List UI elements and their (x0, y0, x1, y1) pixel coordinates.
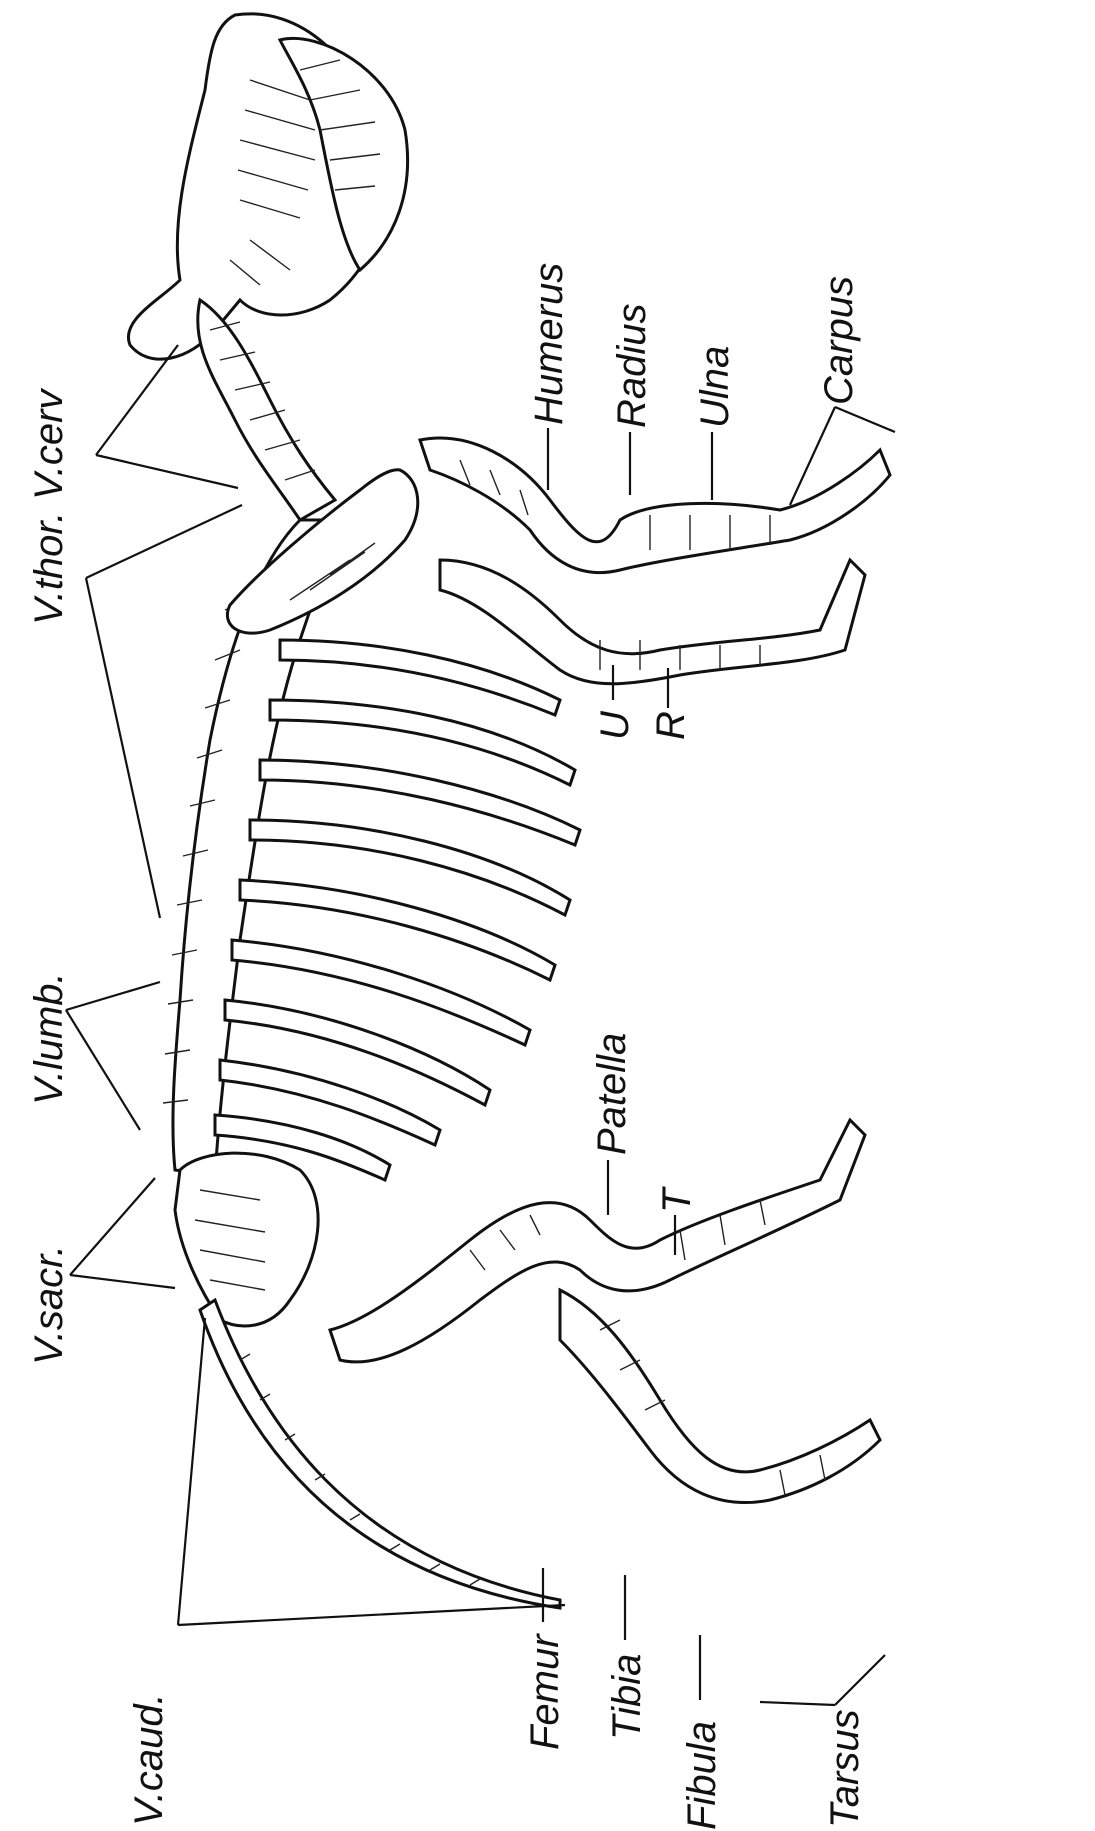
label-tarsus: Tarsus (823, 1709, 867, 1828)
label-u: U (593, 710, 637, 740)
label-v-sacr: V.sacr. (27, 1245, 71, 1365)
label-v-thor: V.thor. (27, 512, 71, 625)
hindleg-rear (560, 1290, 880, 1503)
neck-vertebrae (198, 300, 335, 520)
label-femur: Femur (523, 1633, 567, 1750)
label-t: T (655, 1186, 699, 1213)
pelvis (175, 1153, 318, 1326)
label-carpus: Carpus (817, 276, 861, 405)
foreleg-rear (440, 560, 865, 684)
label-ulna: Ulna (693, 346, 737, 428)
label-fibula: Fibula (680, 1721, 724, 1830)
label-r: R (649, 711, 693, 740)
label-tibia: Tibia (605, 1654, 649, 1740)
foreleg-front (420, 438, 890, 573)
label-patella: Patella (590, 1033, 634, 1155)
label-v-cerv: V.cerv (27, 388, 71, 500)
label-radius: Radius (610, 303, 654, 428)
label-humerus: Humerus (527, 263, 571, 425)
labels: V.cerv V.thor. V.lumb. V.sacr. V.caud. H… (27, 263, 867, 1830)
label-v-caud: V.caud. (127, 1693, 171, 1826)
label-v-lumb: V.lumb. (27, 972, 71, 1105)
skull (128, 14, 407, 359)
